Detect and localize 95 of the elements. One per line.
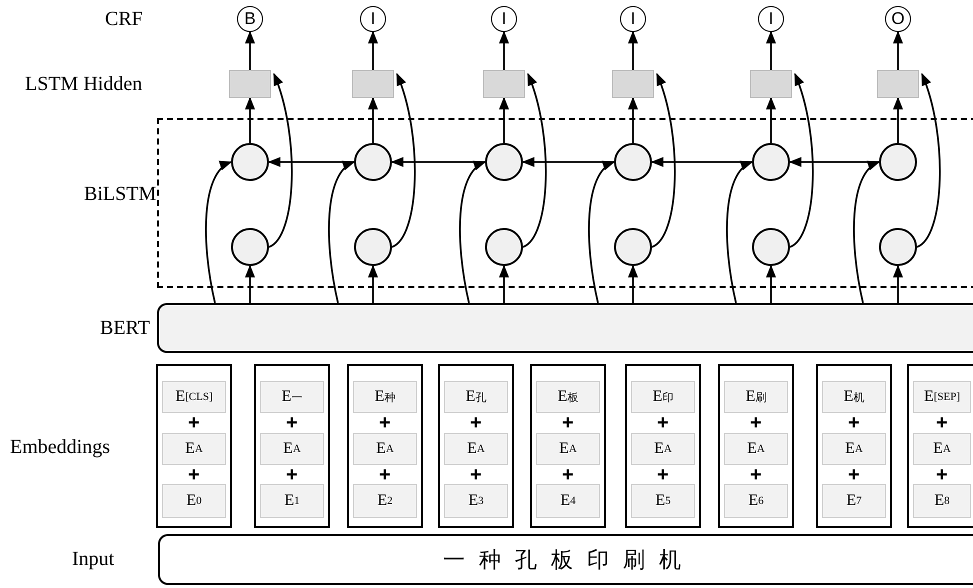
plus-sign: + [379, 465, 391, 485]
embedding-column [530, 364, 606, 528]
plus-sign: + [286, 465, 298, 485]
arrow [328, 161, 356, 304]
arrow [498, 264, 510, 303]
lstm-cell-circle [231, 143, 269, 181]
lstm-cell-circle [752, 228, 790, 266]
plus-sign: + [848, 465, 860, 485]
arrow [766, 30, 776, 70]
tag-circle: I [758, 6, 784, 32]
arrow [522, 72, 547, 248]
arrow [244, 264, 256, 303]
row-label: Input [72, 549, 114, 569]
hidden-state-box [877, 70, 919, 98]
hidden-state-box [352, 70, 394, 98]
row-label: Embeddings [10, 437, 110, 457]
lstm-cell-circle [485, 228, 523, 266]
arrow [892, 30, 904, 70]
plus-sign: + [188, 413, 200, 433]
tag-circle: B [237, 6, 263, 32]
plus-sign: + [379, 413, 391, 433]
lstm-cell-circle [614, 228, 652, 266]
embedding-column [718, 364, 794, 528]
arrow [628, 30, 638, 70]
lstm-cell-circle [354, 228, 392, 266]
arrow [652, 72, 676, 248]
arrow [628, 264, 638, 303]
arrow [268, 156, 354, 168]
row-label: CRF [105, 9, 143, 29]
hidden-state-box [229, 70, 271, 98]
arrow [726, 161, 754, 304]
arrow [368, 264, 378, 303]
lstm-cell-circle [231, 228, 269, 266]
arrow [268, 72, 293, 248]
plus-sign: + [470, 413, 482, 433]
tag-circle: I [491, 6, 517, 32]
lstm-cell-circle [614, 143, 652, 181]
lstm-cell-circle [354, 143, 392, 181]
lstm-cell-circle [752, 143, 790, 181]
plus-sign: + [562, 465, 574, 485]
arrow [368, 30, 378, 70]
lstm-cell-circle [879, 228, 917, 266]
arrow [390, 156, 485, 168]
tag-circle: I [360, 6, 386, 32]
row-label: BERT [100, 318, 150, 338]
plus-sign: + [470, 465, 482, 485]
plus-sign: + [936, 465, 948, 485]
arrow [853, 161, 880, 304]
lstm-cell-circle [879, 143, 917, 181]
embedding-column [254, 364, 330, 528]
arrow [790, 72, 814, 248]
arrow [368, 96, 378, 143]
hidden-state-box [750, 70, 792, 98]
input-sentence-box: 一种孔板印刷机 [158, 534, 973, 585]
arrow [628, 96, 638, 143]
arrow [205, 161, 232, 304]
tag-circle: O [885, 6, 911, 32]
arrow [588, 161, 616, 304]
arrow [788, 156, 879, 168]
hidden-state-box [612, 70, 654, 98]
plus-sign: + [657, 413, 669, 433]
embedding-column [816, 364, 892, 528]
row-label: LSTM Hidden [25, 74, 142, 94]
plus-sign: + [750, 413, 762, 433]
plus-sign: + [188, 465, 200, 485]
dashed-frame [157, 118, 973, 288]
plus-sign: + [848, 413, 860, 433]
tag-circle: I [620, 6, 646, 32]
arrow [459, 161, 486, 304]
arrow [244, 30, 256, 70]
arrow [766, 96, 776, 143]
row-label: BiLSTM [84, 184, 156, 204]
embedding-column [438, 364, 514, 528]
bert-layer-bar [157, 303, 973, 353]
plus-sign: + [657, 465, 669, 485]
embedding-column [907, 364, 973, 528]
plus-sign: + [936, 413, 948, 433]
arrow [244, 96, 256, 143]
lstm-cell-circle [485, 143, 523, 181]
arrow [916, 72, 941, 248]
embedding-column [625, 364, 701, 528]
plus-sign: + [750, 465, 762, 485]
arrow [522, 156, 614, 168]
arrow [650, 156, 752, 168]
hidden-state-box [483, 70, 525, 98]
embedding-column [347, 364, 423, 528]
embedding-column [156, 364, 232, 528]
arrow [766, 264, 776, 303]
arrow [498, 30, 510, 70]
arrow [892, 264, 904, 303]
plus-sign: + [286, 413, 298, 433]
arrow [498, 96, 510, 143]
arrow [892, 96, 904, 143]
arrow [392, 72, 416, 248]
plus-sign: + [562, 413, 574, 433]
